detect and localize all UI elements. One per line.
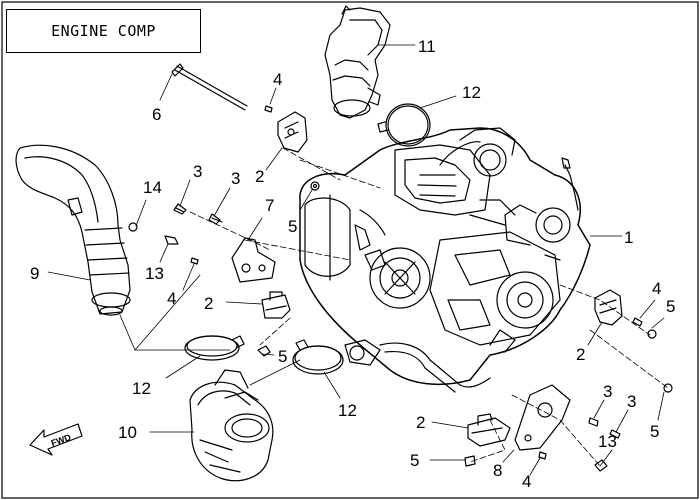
callout-5-top: 5 xyxy=(288,217,297,236)
callout-1: 1 xyxy=(624,228,633,247)
fwd-arrow-icon xyxy=(29,423,83,456)
callout-3-left-a: 3 xyxy=(193,162,202,181)
callout-14: 14 xyxy=(143,178,162,197)
part-2-mount-bottom xyxy=(467,413,511,447)
part-2-mount-mid xyxy=(261,291,291,319)
part-2-mount-right xyxy=(594,289,623,326)
callout-11: 11 xyxy=(418,37,436,56)
callout-2-right: 2 xyxy=(576,345,585,364)
part-7-bracket xyxy=(231,237,276,283)
callout-3-bottom-b: 3 xyxy=(627,392,636,411)
callout-8: 8 xyxy=(493,461,502,480)
callout-5-right: 5 xyxy=(666,297,675,316)
callout-12-right: 12 xyxy=(338,401,357,420)
part-9-intake-hose xyxy=(15,144,131,316)
callout-13-left: 13 xyxy=(145,264,164,283)
callout-4-bottom: 4 xyxy=(522,472,531,491)
callout-5-mid: 5 xyxy=(278,347,287,366)
fwd-arrow-label: FWD xyxy=(50,432,73,449)
title-box: ENGINE COMP xyxy=(6,9,201,53)
callout-5-bottom: 5 xyxy=(410,451,419,470)
leader-lines xyxy=(47,44,669,476)
part-12-clamp-left xyxy=(184,335,245,361)
callout-4-top: 4 xyxy=(273,70,282,89)
part-10-intake-elbow xyxy=(189,369,274,482)
part-11-air-duct xyxy=(324,5,391,119)
callout-9: 9 xyxy=(30,264,39,283)
part-6-long-bolt xyxy=(171,63,248,111)
callout-6: 6 xyxy=(152,105,161,124)
callout-4-right: 4 xyxy=(652,279,661,298)
fasteners xyxy=(128,105,673,472)
part-12-clamp-right xyxy=(292,339,344,375)
part-2-mount-top xyxy=(277,111,308,153)
part-12-clamp-top xyxy=(377,103,431,147)
part-8-bracket xyxy=(514,384,571,451)
callout-13-bottom: 13 xyxy=(598,432,617,451)
callout-labels: 1 11 12 4 6 2 5 3 3 14 13 4 7 2 5 9 12 1… xyxy=(30,37,675,491)
engine-assembly xyxy=(299,127,591,393)
callout-3-bottom-a: 3 xyxy=(603,382,612,401)
callout-12-top: 12 xyxy=(462,83,481,102)
page-title: ENGINE COMP xyxy=(51,22,156,40)
callout-5-right-lower: 5 xyxy=(650,422,659,441)
callout-10: 10 xyxy=(118,423,137,442)
callout-7: 7 xyxy=(265,196,274,215)
callout-2-top: 2 xyxy=(255,167,264,186)
callout-3-left-b: 3 xyxy=(231,169,240,188)
callout-12-left: 12 xyxy=(132,379,151,398)
callout-2-bottom: 2 xyxy=(416,413,425,432)
callout-4-mid: 4 xyxy=(167,289,176,308)
callout-2-mid: 2 xyxy=(204,294,213,313)
